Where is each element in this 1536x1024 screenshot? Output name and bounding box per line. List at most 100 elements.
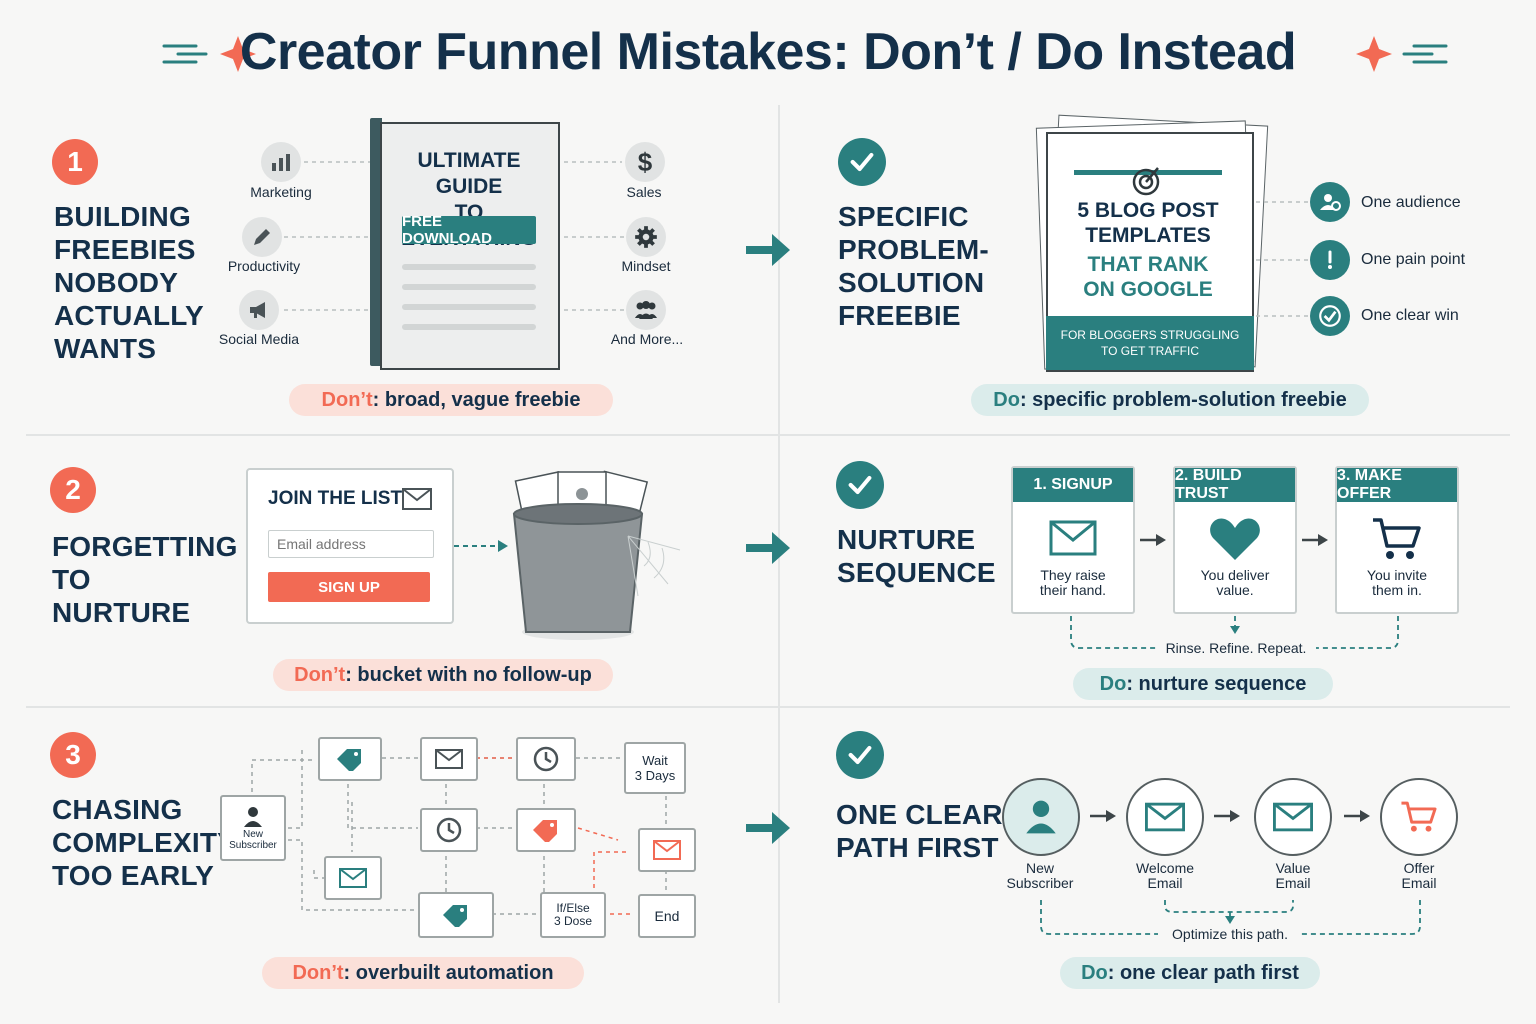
do-heading-1: Specific problem- solution freebie (838, 201, 989, 331)
flow-label: New Subscriber (229, 829, 277, 851)
flow-email-node-3 (638, 828, 696, 872)
feature-connectors (1256, 201, 1310, 317)
dont-pill-1: Don’t: broad, vague freebie (289, 384, 613, 416)
arrow-right-icon (746, 812, 790, 844)
flow-email-node (420, 737, 478, 781)
dont-label: Don’t (321, 388, 373, 411)
dont-label: Don’t (292, 961, 344, 984)
step-signup: 1. SIGNUP They raise their hand. (1011, 466, 1135, 614)
mistake-heading-2: Forgetting to nurture (52, 531, 238, 628)
arrow-right-icon (746, 234, 790, 266)
topic-connectors (284, 161, 624, 311)
envelope-icon (402, 488, 432, 510)
tag-icon (443, 905, 467, 927)
flow-clock-node (420, 808, 478, 852)
flow-end-node: End (638, 894, 696, 938)
book-subtitle: THAT RANK ON GOOGLE (1083, 253, 1213, 301)
check-icon (836, 731, 884, 779)
path-value-email (1254, 778, 1332, 856)
feature-one-audience: One audience (1361, 194, 1461, 211)
flow-tag-node (318, 737, 382, 781)
do-pill-1: Do: specific problem-solution freebie (971, 384, 1369, 416)
row-divider-2 (26, 706, 1510, 708)
form-title: JOIN THE LIST (268, 488, 403, 509)
envelope-icon (653, 840, 681, 860)
do-label: Do (993, 388, 1020, 411)
book-title: 5 BLOG POST TEMPLATES (1077, 199, 1219, 247)
audience-icon (1310, 182, 1350, 222)
path-loop-connector (1040, 900, 1421, 935)
dont-text: : overbuilt automation (343, 961, 554, 984)
step-text: They raise their hand. (1039, 567, 1107, 598)
row-divider-1 (26, 434, 1510, 436)
path-label-4: Offer Email (1401, 860, 1437, 891)
path-welcome-email (1126, 778, 1204, 856)
topic-mindset: Mindset (621, 258, 671, 274)
path-offer-email (1380, 778, 1458, 856)
loop-label: Rinse. Refine. Repeat. (1165, 640, 1307, 656)
arrow-icon (1140, 534, 1166, 546)
do-text: : one clear path first (1107, 961, 1299, 984)
step-text: You deliver value. (1200, 567, 1270, 598)
cart-icon (1373, 518, 1421, 559)
title-decoration-left (162, 36, 256, 72)
cart-icon (1401, 801, 1437, 832)
tag-icon (337, 749, 361, 771)
pencil-icon (242, 217, 282, 257)
chart-icon (261, 142, 301, 182)
topic-and-more: And More... (610, 331, 684, 347)
clock-icon (436, 817, 462, 843)
do-heading-2: Nurture sequence (837, 524, 996, 588)
do-text: : nurture sequence (1126, 672, 1307, 695)
envelope-icon (339, 868, 367, 888)
arrow-icon (1344, 810, 1370, 822)
person-icon (244, 807, 262, 827)
flow-new-subscriber: New Subscriber (220, 795, 286, 861)
path-label-2: Welcome Email (1135, 860, 1195, 891)
group-icon (626, 290, 666, 330)
arrow-icon (1302, 534, 1328, 546)
specific-freebie-book: 5 BLOG POST TEMPLATES THAT RANK ON GOOGL… (1030, 114, 1269, 374)
signup-form: JOIN THE LIST SIGN UP (246, 468, 454, 624)
arrow-right-icon (746, 532, 790, 564)
person-icon (1026, 800, 1056, 834)
gear-icon (626, 217, 666, 257)
sign-up-button[interactable]: SIGN UP (268, 572, 430, 602)
flow-email-node-2 (324, 856, 382, 900)
step-head: 2. BUILD TRUST (1175, 467, 1295, 502)
dont-label: Don’t (294, 663, 346, 686)
topic-productivity: Productivity (227, 258, 301, 274)
megaphone-icon (239, 290, 279, 330)
complex-flow-connectors (251, 750, 667, 915)
tag-icon (533, 820, 557, 842)
do-label: Do (1081, 961, 1108, 984)
bucket-icon (512, 470, 681, 640)
step-head: 1. SIGNUP (1013, 468, 1133, 502)
mistake-number-1: 1 (52, 139, 98, 185)
step-head: 3. MAKE OFFER (1337, 467, 1457, 502)
email-input[interactable] (268, 530, 434, 558)
envelope-icon (435, 749, 463, 769)
dashed-arrow (454, 540, 508, 552)
dollar-icon: $ (625, 142, 665, 182)
path-label-1: New Subscriber (1006, 860, 1074, 891)
envelope-icon (1145, 802, 1185, 832)
flow-wait-node: Wait 3 Days (624, 742, 686, 794)
book-footer: FOR BLOGGERS STRUGGLING TO GET TRAFFIC (1046, 316, 1254, 370)
path-loop-label: Optimize this path. (1172, 926, 1288, 942)
envelope-icon (1273, 802, 1313, 832)
dont-pill-3: Don’t: overbuilt automation (262, 957, 584, 989)
check-circle-icon (1310, 296, 1350, 336)
dont-pill-2: Don’t: bucket with no follow-up (273, 659, 613, 691)
check-icon (838, 138, 886, 186)
target-icon (1132, 167, 1160, 196)
do-pill-3: Do: one clear path first (1060, 957, 1320, 989)
flow-tag-node-2 (516, 808, 576, 852)
feature-one-clear-win: One clear win (1361, 307, 1459, 324)
alert-icon (1310, 240, 1350, 280)
flow-timer-node (516, 737, 576, 781)
topic-sales: Sales (626, 184, 662, 200)
mistake-heading-1: Building freebies nobody actually wants (54, 201, 204, 364)
path-new-subscriber (1002, 778, 1080, 856)
dont-text: : bucket with no follow-up (345, 663, 592, 686)
